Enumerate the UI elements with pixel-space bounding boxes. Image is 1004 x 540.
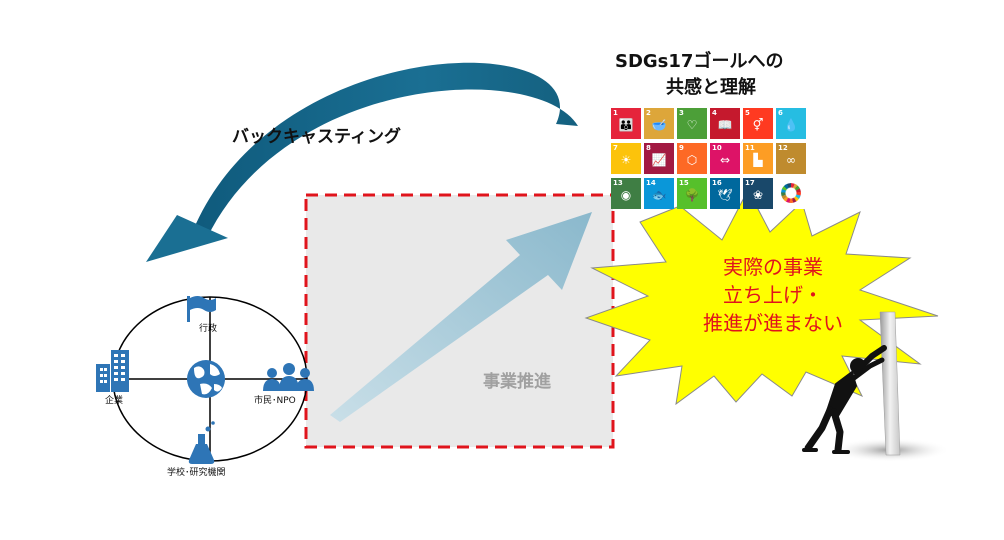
- person-pushing-wall: [802, 311, 950, 462]
- sdg-goal-icon: ❀: [752, 188, 764, 202]
- sdg-title-line2: 共感と理解: [666, 76, 756, 98]
- sdg-goal-icon: 🌳: [684, 188, 700, 202]
- sdg-tile-11: 11▙: [743, 143, 773, 174]
- flag-icon: [187, 296, 216, 322]
- label-government: 行政: [199, 322, 217, 334]
- sdg-goal-icon: 🐟: [651, 188, 667, 202]
- sdg-tile-number: 13: [613, 179, 623, 187]
- sdg-title-line1: SDGs17ゴールへの: [615, 50, 783, 72]
- sdg-goal-icon: 💧: [783, 118, 799, 132]
- burst-text-line1: 実際の事業: [723, 255, 823, 279]
- sdg-tile-number: 16: [712, 179, 722, 187]
- burst-text-line3: 推進が進まない: [703, 311, 843, 335]
- sdg-tile-16: 16🕊: [710, 178, 740, 209]
- sdg-tile-17: 17❀: [743, 178, 773, 209]
- sdg-tile-number: 1: [613, 109, 618, 117]
- sdg-goal-icon: 📈: [651, 153, 667, 167]
- sdg-goal-icon: ◉: [620, 188, 632, 202]
- sdg-tile-number: 11: [745, 144, 755, 152]
- sdg-tile-2: 2🥣: [644, 108, 674, 139]
- sdg-tile-9: 9⬡: [677, 143, 707, 174]
- sdg-tile-number: 9: [679, 144, 684, 152]
- sdg-goal-icon: 👪: [618, 118, 634, 132]
- sdg-tile-number: 2: [646, 109, 651, 117]
- sdg-tile-number: 17: [745, 179, 755, 187]
- sdg-tile-14: 14🐟: [644, 178, 674, 209]
- sdg-tile-number: 7: [613, 144, 618, 152]
- globe-icon: [187, 360, 225, 398]
- sdg-tile-10: 10⇔: [710, 143, 740, 174]
- sdg-tile-15: 15🌳: [677, 178, 707, 209]
- sdg-goal-icon: ▙: [753, 153, 763, 167]
- sdg-tile-7: 7☀: [611, 143, 641, 174]
- sdg-goal-icon: 🥣: [651, 118, 667, 132]
- sdg-tile-number: 8: [646, 144, 651, 152]
- sdg-tile-1: 1👪: [611, 108, 641, 139]
- buildings-icon: [96, 350, 129, 392]
- backcasting-arrow: [146, 62, 578, 262]
- sdg-goal-icon: ⇔: [719, 153, 731, 167]
- progress-label: 事業推進: [483, 371, 551, 392]
- sdg-tile-12: 12∞: [776, 143, 806, 174]
- sdg-goal-icon: ☀: [620, 153, 632, 167]
- sdg-tile-number: 15: [679, 179, 689, 187]
- sdg-goal-icon: ⚥: [752, 118, 764, 132]
- sdg-tile-3: 3♡: [677, 108, 707, 139]
- sdg-tile-5: 5⚥: [743, 108, 773, 139]
- sdg-goal-icon: 📖: [717, 118, 733, 132]
- sdg-wheel-tile: [776, 178, 806, 209]
- sdg-tile-number: 10: [712, 144, 722, 152]
- sdg-icons-grid: 1👪2🥣3♡4📖5⚥6💧7☀8📈9⬡10⇔11▙12∞13◉14🐟15🌳16🕊1…: [611, 108, 807, 210]
- sdg-tile-6: 6💧: [776, 108, 806, 139]
- warning-burst: [584, 188, 939, 406]
- sdg-tile-number: 3: [679, 109, 684, 117]
- progress-arrow: [330, 212, 592, 422]
- burst-text-line2: 立ち上げ・: [723, 283, 823, 307]
- sdg-tile-number: 5: [745, 109, 750, 117]
- sdg-tile-number: 14: [646, 179, 656, 187]
- label-schools-research: 学校･研究機関: [167, 466, 226, 478]
- sdg-tile-13: 13◉: [611, 178, 641, 209]
- stakeholder-network: 行政 企業: [96, 296, 314, 478]
- sdg-tile-number: 6: [778, 109, 783, 117]
- label-citizens-npo: 市民･NPO: [254, 394, 296, 406]
- backcasting-label: バックキャスティング: [232, 126, 401, 147]
- label-company: 企業: [105, 394, 123, 406]
- sdg-goal-icon: ∞: [786, 153, 796, 167]
- people-icon: [263, 363, 314, 391]
- sdg-goal-icon: ♡: [686, 118, 698, 132]
- flask-icon: [188, 421, 215, 464]
- sdg-tile-4: 4📖: [710, 108, 740, 139]
- sdg-goal-icon: 🕊: [717, 188, 733, 202]
- sdg-wheel-icon: [781, 183, 801, 203]
- sdg-tile-number: 4: [712, 109, 717, 117]
- sdg-goal-icon: ⬡: [686, 153, 698, 167]
- sdg-tile-number: 12: [778, 144, 788, 152]
- sdg-tile-8: 8📈: [644, 143, 674, 174]
